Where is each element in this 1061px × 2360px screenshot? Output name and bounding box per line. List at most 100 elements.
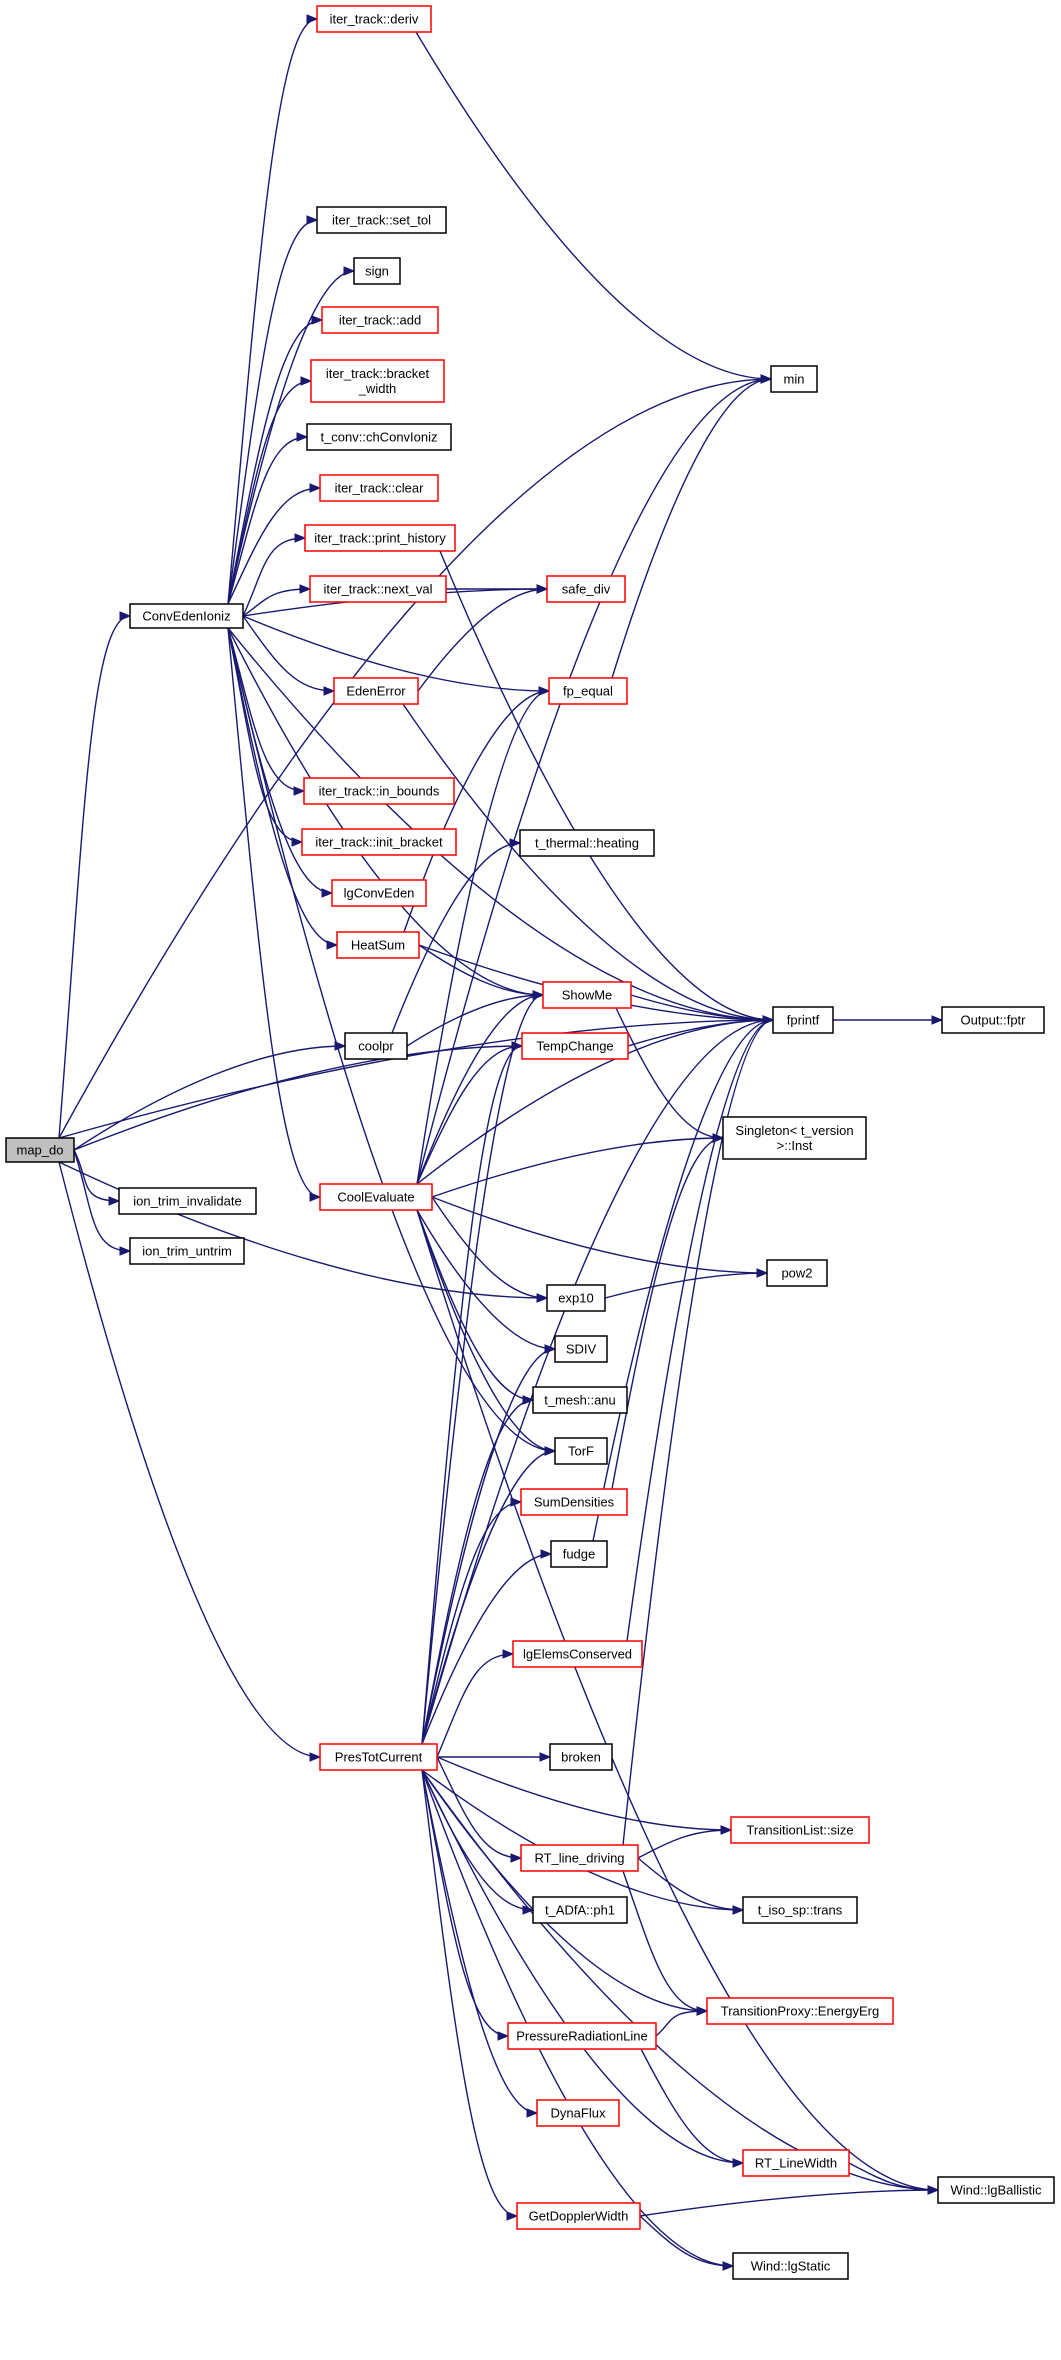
node-transitionlist-size[interactable]: TransitionList::size xyxy=(730,1816,870,1844)
node-map-do[interactable]: map_do xyxy=(5,1137,75,1163)
node-box xyxy=(532,1386,628,1414)
arrowhead xyxy=(539,1752,552,1762)
node-lgconveden[interactable]: lgConvEden xyxy=(331,879,427,907)
node-iter-next-val[interactable]: iter_track::next_val xyxy=(309,575,447,603)
edge-prestotcurrent-to-showme xyxy=(421,994,544,1745)
arrowhead xyxy=(291,837,304,847)
node-label: iter_track::add xyxy=(339,313,421,328)
node-min[interactable]: min xyxy=(770,365,818,393)
node-label: iter_track::clear xyxy=(335,481,425,496)
node-box xyxy=(336,931,420,959)
node-t-adfa-ph1[interactable]: t_ADfA::ph1 xyxy=(532,1896,628,1924)
edge-prestotcurrent-to-transitionlist-size xyxy=(436,1756,732,1831)
edge-fp-equal-to-min xyxy=(611,378,772,679)
node-sign[interactable]: sign xyxy=(353,257,401,285)
node-ion-trim-invalidate[interactable]: ion_trim_invalidate xyxy=(118,1187,257,1215)
node-box xyxy=(507,2022,657,2050)
edge-exp10-to-pow2 xyxy=(604,1272,768,1299)
edge-prestotcurrent-to-rt-linewidth xyxy=(421,1769,744,2164)
node-sdiv[interactable]: SDIV xyxy=(554,1335,608,1363)
edge-convedenioniz-to-tconv xyxy=(227,436,308,605)
node-label: sign xyxy=(365,264,389,279)
node-fprintf[interactable]: fprintf xyxy=(772,1006,834,1034)
node-singleton[interactable]: Singleton< t_version>::Inst xyxy=(722,1116,867,1160)
edge-coolpr-to-t-thermal-heating xyxy=(391,842,521,1034)
node-edenerror[interactable]: EdenError xyxy=(333,677,419,705)
edge-convedenioniz-to-fprintf xyxy=(227,627,774,1021)
node-label: RT_LineWidth xyxy=(755,2156,837,2171)
arrowhead xyxy=(343,266,356,276)
node-dynaflux[interactable]: DynaFlux xyxy=(536,2099,620,2127)
node-pressureradiationline[interactable]: PressureRadiationLine xyxy=(507,2022,657,2050)
edge-convedenioniz-to-iter-deriv xyxy=(227,18,318,605)
node-heatsum[interactable]: HeatSum xyxy=(336,931,420,959)
edge-iter-deriv-to-min xyxy=(415,31,772,380)
node-broken[interactable]: broken xyxy=(549,1743,613,1771)
node-iter-print-history[interactable]: iter_track::print_history xyxy=(304,524,456,552)
edge-edenerror-to-fprintf xyxy=(402,703,774,1021)
node-t-mesh-anu[interactable]: t_mesh::anu xyxy=(532,1386,628,1414)
node-box xyxy=(512,1640,643,1668)
node-iter-add[interactable]: iter_track::add xyxy=(321,306,439,334)
edge-coolevaluate-to-t-mesh-anu xyxy=(416,1209,534,1401)
node-fp-equal[interactable]: fp_equal xyxy=(548,677,628,705)
node-label: >::Inst xyxy=(777,1138,813,1153)
node-tconv[interactable]: t_conv::chConvIoniz xyxy=(306,423,452,451)
node-iter-init-bracket[interactable]: iter_track::init_bracket xyxy=(301,828,457,856)
node-iter-set-tol[interactable]: iter_track::set_tol xyxy=(316,206,447,234)
node-label: coolpr xyxy=(358,1039,394,1054)
node-box xyxy=(310,359,445,403)
node-lgelemsconserved[interactable]: lgElemsConserved xyxy=(512,1640,643,1668)
node-t-iso-sp-trans[interactable]: t_iso_sp::trans xyxy=(742,1896,858,1924)
node-rt-line-driving[interactable]: RT_line_driving xyxy=(520,1844,639,1872)
node-label: _width xyxy=(358,381,397,396)
node-box xyxy=(706,1997,894,2025)
node-showme[interactable]: ShowMe xyxy=(542,981,632,1009)
node-sumdensities[interactable]: SumDensities xyxy=(520,1488,628,1516)
node-iter-in-bounds[interactable]: iter_track::in_bounds xyxy=(303,777,455,805)
node-box xyxy=(766,1259,828,1287)
node-iter-clear[interactable]: iter_track::clear xyxy=(319,474,439,502)
arrowhead xyxy=(544,1446,557,1456)
node-exp10[interactable]: exp10 xyxy=(546,1284,606,1312)
node-label: safe_div xyxy=(562,582,611,597)
arrowhead xyxy=(720,1825,733,1835)
node-transitionproxy-energyerg[interactable]: TransitionProxy::EnergyErg xyxy=(706,1997,894,2025)
node-getdopplerwidth[interactable]: GetDopplerWidth xyxy=(516,2202,641,2230)
node-label: t_ADfA::ph1 xyxy=(545,1903,615,1918)
node-label: Output::fptr xyxy=(960,1013,1026,1028)
node-box xyxy=(732,2252,849,2280)
edge-coolevaluate-to-fprintf xyxy=(416,1019,774,1185)
node-box xyxy=(550,1540,608,1568)
node-box xyxy=(309,575,447,603)
node-label: HeatSum xyxy=(351,938,405,953)
edge-sumdensities-to-singleton xyxy=(611,1137,724,1490)
node-output-fptr[interactable]: Output::fptr xyxy=(941,1006,1045,1034)
node-coolevaluate[interactable]: CoolEvaluate xyxy=(319,1183,433,1211)
node-torf[interactable]: TorF xyxy=(554,1437,608,1465)
node-label: lgConvEden xyxy=(344,886,415,901)
node-label: iter_track::in_bounds xyxy=(319,784,440,799)
node-box xyxy=(129,603,244,629)
node-pow2[interactable]: pow2 xyxy=(766,1259,828,1287)
node-coolpr[interactable]: coolpr xyxy=(344,1032,408,1060)
node-safe-div[interactable]: safe_div xyxy=(546,575,626,603)
arrowhead xyxy=(326,940,339,950)
node-rt-linewidth[interactable]: RT_LineWidth xyxy=(742,2149,850,2177)
node-box xyxy=(516,2202,641,2230)
node-fudge[interactable]: fudge xyxy=(550,1540,608,1568)
node-wind-lgballistic[interactable]: Wind::lgBallistic xyxy=(937,2176,1055,2204)
node-tempchange[interactable]: TempChange xyxy=(521,1032,629,1060)
arrowhead xyxy=(538,686,551,696)
node-wind-lgstatic[interactable]: Wind::lgStatic xyxy=(732,2252,849,2280)
node-convedenioniz[interactable]: ConvEdenIoniz xyxy=(129,603,244,629)
node-label: EdenError xyxy=(346,684,406,699)
node-iter-deriv[interactable]: iter_track::deriv xyxy=(316,5,432,33)
node-t-thermal-heating[interactable]: t_thermal::heating xyxy=(519,829,655,857)
node-box xyxy=(722,1116,867,1160)
node-prestotcurrent[interactable]: PresTotCurrent xyxy=(319,1743,438,1771)
arrowhead xyxy=(536,1293,549,1303)
node-label: exp10 xyxy=(558,1291,593,1306)
node-ion-trim-untrim[interactable]: ion_trim_untrim xyxy=(129,1237,245,1265)
node-iter-bracket-width[interactable]: iter_track::bracket_width xyxy=(310,359,445,403)
